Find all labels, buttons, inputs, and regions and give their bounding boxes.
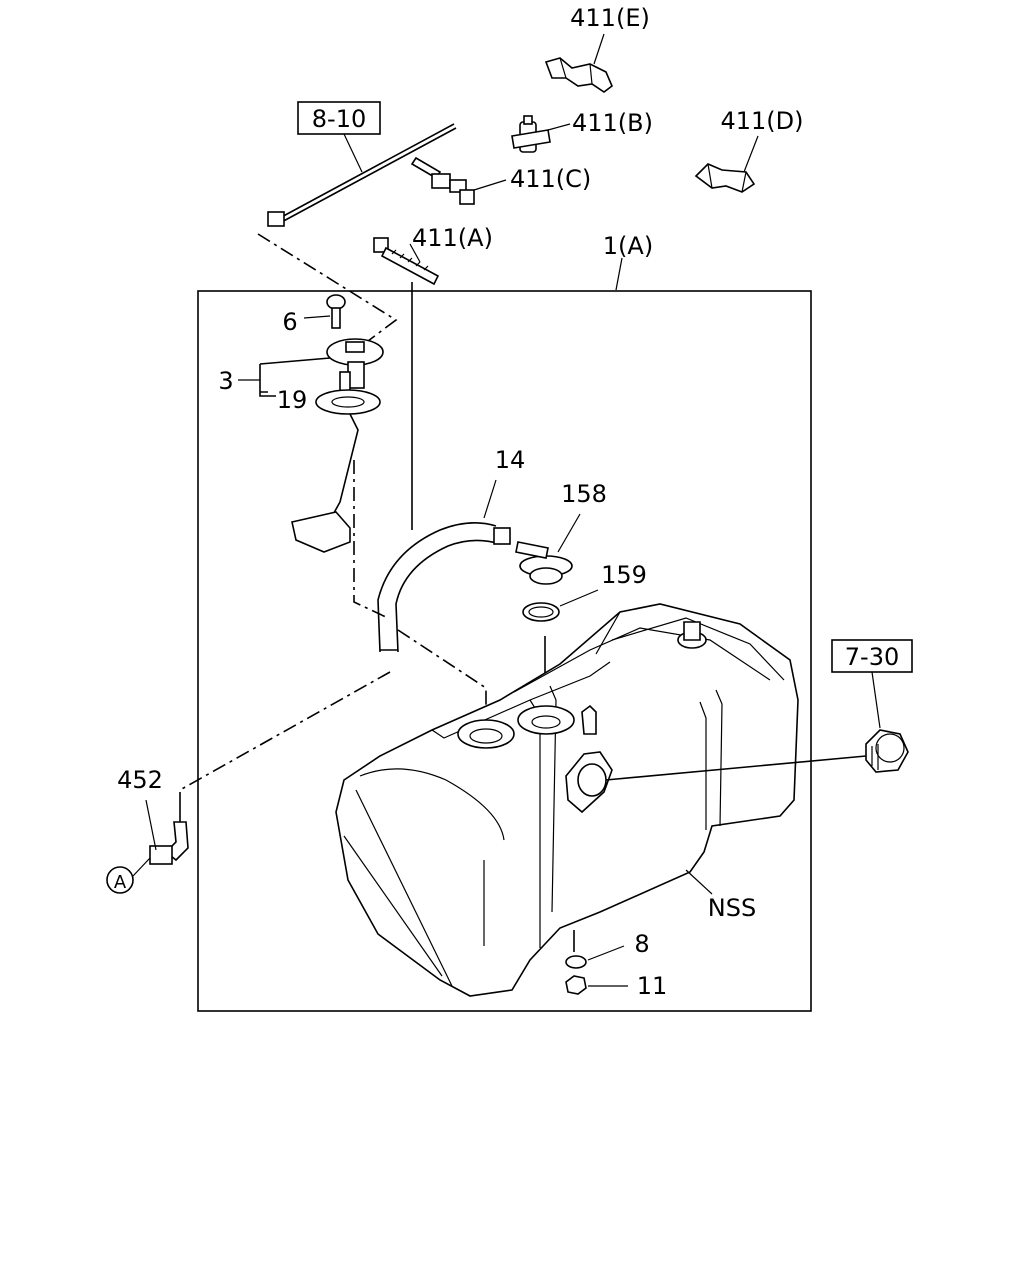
callout-411a: 411(A) bbox=[412, 224, 493, 252]
fuel-tank-body bbox=[335, 603, 799, 997]
fuel-hose-14 bbox=[377, 522, 511, 653]
callout-411d: 411(D) bbox=[720, 107, 803, 135]
seal-ring-159 bbox=[522, 602, 560, 622]
callout-6: 6 bbox=[282, 308, 297, 336]
washer-8 bbox=[565, 955, 587, 969]
clip-411b bbox=[511, 115, 551, 153]
screw-6 bbox=[326, 294, 346, 329]
filler-cap bbox=[865, 729, 909, 773]
float-arm bbox=[291, 413, 359, 553]
reference-a-circle bbox=[106, 866, 134, 894]
callout-11: 11 bbox=[637, 972, 668, 1000]
assembly-frame bbox=[197, 290, 812, 1012]
callout-411b: 411(B) bbox=[572, 109, 653, 137]
gasket-19 bbox=[315, 389, 381, 415]
callout-159: 159 bbox=[601, 561, 647, 589]
nut-11 bbox=[565, 975, 587, 995]
callout-1a: 1(A) bbox=[603, 232, 653, 260]
callout-14: 14 bbox=[495, 446, 526, 474]
callout-19: 19 bbox=[277, 386, 308, 414]
callout-8: 8 bbox=[634, 930, 649, 958]
connector-411c bbox=[410, 156, 475, 205]
ref-label-8-10: 8-10 bbox=[312, 105, 366, 133]
fuel-neck-158 bbox=[515, 541, 573, 585]
ref-label-7-30: 7-30 bbox=[845, 643, 899, 671]
clip-411e bbox=[544, 57, 613, 93]
callout-158: 158 bbox=[561, 480, 607, 508]
clip-411d bbox=[694, 163, 756, 193]
callout-411c: 411(C) bbox=[510, 165, 591, 193]
callout-411e: 411(E) bbox=[570, 4, 650, 32]
callout-452: 452 bbox=[117, 766, 163, 794]
callout-nss: NSS bbox=[708, 894, 756, 922]
reference-a-label: A bbox=[114, 872, 127, 893]
elbow-452 bbox=[149, 792, 189, 865]
ref-box-8-10 bbox=[297, 101, 381, 135]
wire-harness bbox=[267, 123, 457, 227]
callout-3: 3 bbox=[218, 367, 233, 395]
sender-plate-3 bbox=[326, 338, 384, 393]
cable-tie-411a bbox=[373, 237, 440, 286]
